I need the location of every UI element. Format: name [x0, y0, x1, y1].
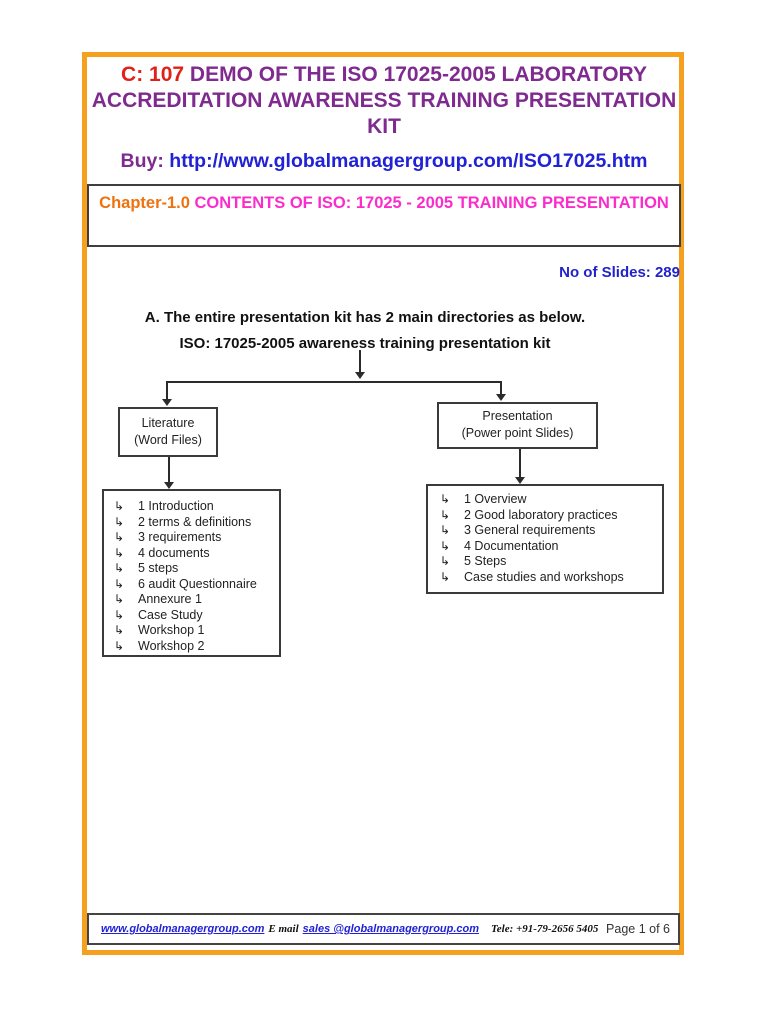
list-item-label: Workshop 2: [138, 638, 205, 653]
list-item: ↳ 3 General requirements: [440, 523, 658, 539]
connector-left-drop-line: [166, 381, 168, 399]
buy-url-link[interactable]: http://www.globalmanagergroup.com/ISO170…: [169, 150, 648, 172]
list-item-label: 3 General requirements: [464, 523, 596, 537]
list-item: ↳ 4 Documentation: [440, 539, 658, 555]
connector-right-drop-line: [500, 381, 502, 395]
list-item-label: 4 documents: [138, 545, 210, 560]
list-item-label: 1 Overview: [464, 492, 527, 506]
list-item: ↳ 2 terms & definitions: [114, 515, 275, 531]
connector-horizontal-line: [166, 381, 502, 383]
list-item: ↳ 5 Steps: [440, 554, 658, 570]
list-item-label: 2 Good laboratory practices: [464, 507, 618, 522]
list-item: ↳ 1 Overview: [440, 492, 658, 508]
arrow-down-icon: [164, 482, 174, 489]
hook-arrow-bullet-icon: ↳: [440, 507, 451, 522]
presentation-items-box: ↳ 1 Overview ↳ 2 Good laboratory practices…: [426, 484, 664, 594]
list-item: ↳ 4 documents: [114, 546, 275, 562]
list-item-label: 6 audit Questionnaire: [138, 576, 257, 591]
literature-node-line1: Literature: [141, 416, 195, 430]
section-heading-line1: A. The entire presentation kit has 2 mai…: [144, 309, 586, 326]
hook-arrow-bullet-icon: ↳: [440, 569, 451, 584]
connector-stem-line: [359, 350, 361, 372]
hook-arrow-bullet-icon: ↳: [440, 554, 451, 568]
presentation-node-box: Presentation (Power point Slides): [437, 402, 598, 449]
chapter-title: CONTENTS OF ISO: 17025 - 2005 TRAINING P…: [194, 194, 669, 212]
chapter-heading-box: Chapter-1.0 CONTENTS OF ISO: 17025 - 200…: [87, 184, 681, 247]
hook-arrow-bullet-icon: ↳: [114, 607, 125, 622]
list-item: ↳ 6 audit Questionnaire: [114, 577, 275, 593]
slides-count: No of Slides: 289: [559, 264, 680, 281]
title-text: DEMO OF THE ISO 17025-2005 LABORATORY AC…: [91, 63, 677, 138]
hook-arrow-bullet-icon: ↳: [440, 492, 451, 506]
list-item-label: Annexure 1: [138, 592, 202, 606]
buy-line: Buy: http://www.globalmanagergroup.com/I…: [90, 150, 678, 173]
presentation-node-line2: (Power point Slides): [461, 426, 574, 440]
connector-presentation-list-line: [519, 449, 521, 478]
list-item-label: Workshop 1: [138, 623, 205, 637]
page-indicator: Page 1 of 6: [606, 922, 670, 936]
list-item: ↳ Workshop 2: [114, 639, 275, 655]
literature-node-box: Literature (Word Files): [118, 407, 218, 457]
chapter-number: Chapter-1.0: [99, 194, 195, 212]
hook-arrow-bullet-icon: ↳: [114, 623, 125, 637]
hook-arrow-bullet-icon: ↳: [114, 592, 125, 606]
list-item-label: 5 Steps: [464, 554, 507, 568]
list-item: ↳ Annexure 1: [114, 592, 275, 608]
literature-items-box: ↳ 1 Introduction ↳ 2 terms & definitions ↳…: [102, 489, 281, 657]
list-item-label: 4 Documentation: [464, 538, 559, 553]
literature-node-line2: (Word Files): [134, 433, 202, 447]
hook-arrow-bullet-icon: ↳: [114, 576, 125, 591]
section-heading-line2: ISO: 17025-2005 awareness training prese…: [179, 335, 551, 352]
list-item-label: Case Study: [138, 607, 203, 622]
list-item-label: 2 terms & definitions: [138, 514, 252, 529]
connector-literature-list-line: [168, 457, 170, 482]
hook-arrow-bullet-icon: ↳: [114, 514, 125, 529]
section-heading: A. The entire presentation kit has 2 mai…: [87, 305, 643, 357]
list-item: ↳ 5 steps: [114, 561, 275, 577]
list-item: ↳ Case Study: [114, 608, 275, 624]
hook-arrow-bullet-icon: ↳: [114, 638, 125, 653]
buy-label: Buy:: [120, 150, 170, 172]
list-item: ↳ Case studies and workshops: [440, 570, 658, 586]
arrow-down-icon: [496, 394, 506, 401]
list-item-label: 3 requirements: [138, 530, 222, 544]
arrow-down-icon: [355, 372, 365, 379]
list-item-label: Case studies and workshops: [464, 569, 624, 584]
title-code: C: 107: [121, 63, 185, 86]
footer-email-link[interactable]: sales @globalmanagergroup.com: [302, 923, 480, 935]
hook-arrow-bullet-icon: ↳: [114, 530, 125, 544]
hook-arrow-bullet-icon: ↳: [114, 561, 125, 575]
hook-arrow-bullet-icon: ↳: [114, 545, 125, 560]
list-item: ↳ 1 Introduction: [114, 499, 275, 515]
arrow-down-icon: [162, 399, 172, 406]
footer-website-link[interactable]: www.globalmanagergroup.com: [101, 923, 265, 935]
hook-arrow-bullet-icon: ↳: [114, 499, 125, 513]
arrow-down-icon: [515, 477, 525, 484]
list-item: ↳ Workshop 1: [114, 623, 275, 639]
list-item-label: 1 Introduction: [138, 499, 214, 513]
list-item: ↳ 3 requirements: [114, 530, 275, 546]
list-item: ↳ 2 Good laboratory practices: [440, 508, 658, 524]
footer-email-label: E mail: [268, 923, 299, 935]
page-title: C: 107 DEMO OF THE ISO 17025-2005 LABORA…: [90, 62, 678, 140]
hook-arrow-bullet-icon: ↳: [440, 523, 451, 537]
hook-arrow-bullet-icon: ↳: [440, 538, 451, 553]
list-item-label: 5 steps: [138, 561, 179, 575]
footer-bar: www.globalmanagergroup.com E mail sales …: [87, 913, 680, 945]
footer-telephone: Tele: +91-79-2656 5405: [491, 923, 599, 935]
presentation-node-line1: Presentation: [482, 409, 553, 423]
